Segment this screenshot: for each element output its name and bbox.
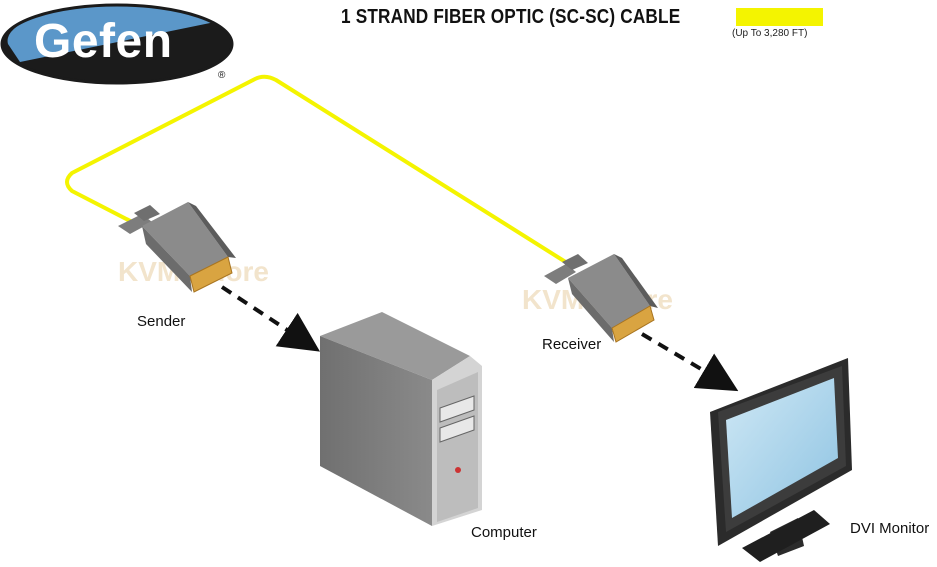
cable-length-note: (Up To 3,280 FT) bbox=[732, 28, 808, 39]
receiver-connector bbox=[544, 254, 658, 343]
cable-legend-swatch bbox=[736, 8, 823, 26]
diagram-title: 1 STRAND FIBER OPTIC (SC-SC) CABLE bbox=[341, 6, 681, 28]
computer-tower bbox=[320, 312, 482, 526]
registered-mark: ® bbox=[218, 70, 226, 81]
gefen-logo-text: Gefen bbox=[34, 15, 173, 68]
computer-label: Computer bbox=[471, 524, 537, 541]
sender-to-computer-arrow bbox=[220, 285, 321, 352]
dvi-monitor bbox=[710, 358, 852, 562]
gefen-logo bbox=[0, 3, 234, 85]
receiver-to-monitor-arrow bbox=[640, 332, 739, 392]
monitor-label: DVI Monitor bbox=[850, 520, 930, 537]
sender-label: Sender bbox=[137, 313, 186, 330]
fiber-optic-cable bbox=[65, 74, 574, 268]
receiver-label: Receiver bbox=[542, 336, 602, 353]
sender-connector bbox=[118, 202, 236, 293]
